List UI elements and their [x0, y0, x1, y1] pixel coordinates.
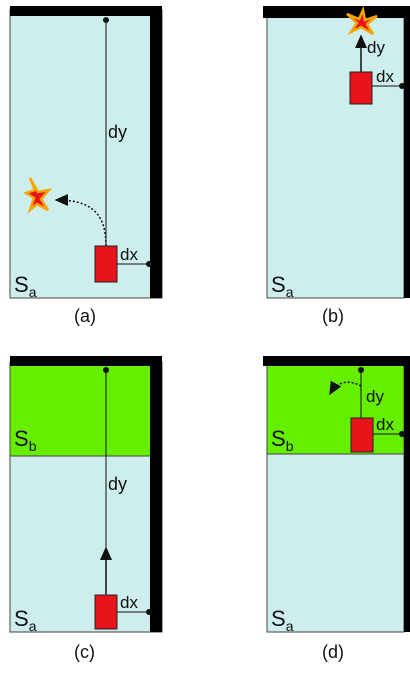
robot: [94, 245, 118, 283]
dx-label: dx: [376, 67, 394, 86]
dy-label: dy: [367, 38, 385, 57]
dx-anchor-dot: [146, 261, 152, 267]
right-wall: [404, 356, 410, 632]
panel-a: dy dx Sa (a): [9, 6, 163, 326]
region-label-a: Sa: [14, 272, 37, 300]
region-label-a: Sa: [14, 606, 37, 634]
top-wall: [263, 356, 406, 366]
dy-anchor-dot: [103, 367, 109, 373]
dy-anchor-dot: [358, 367, 364, 373]
top-wall: [10, 6, 162, 16]
region-b: [266, 361, 405, 455]
panel-d: dy dx Sb Sa (d): [263, 356, 410, 662]
robot: [350, 417, 374, 453]
region-b: [9, 361, 163, 457]
dx-label: dx: [120, 245, 138, 264]
region-a: [266, 9, 405, 299]
dy-label: dy: [108, 122, 127, 142]
region-a: [9, 455, 163, 633]
panel-b: dy dx Sa (b): [263, 5, 410, 326]
region-label-b: Sb: [14, 426, 37, 454]
region-label-a: Sa: [271, 606, 294, 634]
dy-label: dy: [366, 387, 384, 406]
region-a: [266, 453, 405, 633]
trajectory-arrow: [54, 194, 107, 247]
collision-star-icon: [346, 5, 378, 36]
top-wall: [10, 356, 162, 366]
dx-anchor-dot: [146, 609, 152, 615]
right-wall: [150, 16, 162, 298]
robot: [94, 594, 118, 630]
region-label-b: Sb: [271, 426, 294, 454]
dx-anchor-dot: [399, 431, 405, 437]
region-a: [9, 9, 163, 299]
panel-caption: (b): [322, 306, 344, 326]
right-wall: [404, 6, 410, 298]
panel-caption: (c): [74, 642, 95, 662]
panel-caption: (a): [74, 306, 96, 326]
top-wall: [263, 6, 406, 18]
right-wall: [150, 366, 162, 632]
panel-c: dy dx Sb Sa (c): [9, 356, 163, 662]
panel-caption: (d): [322, 642, 344, 662]
dy-anchor-dot: [103, 17, 109, 23]
dy-label: dy: [108, 474, 127, 494]
collision-star-icon: [23, 177, 53, 214]
dx-label: dx: [120, 593, 138, 612]
dx-anchor-dot: [399, 83, 405, 89]
trajectory-arrow: [329, 380, 362, 396]
region-label-a: Sa: [271, 272, 294, 300]
robot: [349, 71, 373, 105]
dx-label: dx: [376, 415, 394, 434]
